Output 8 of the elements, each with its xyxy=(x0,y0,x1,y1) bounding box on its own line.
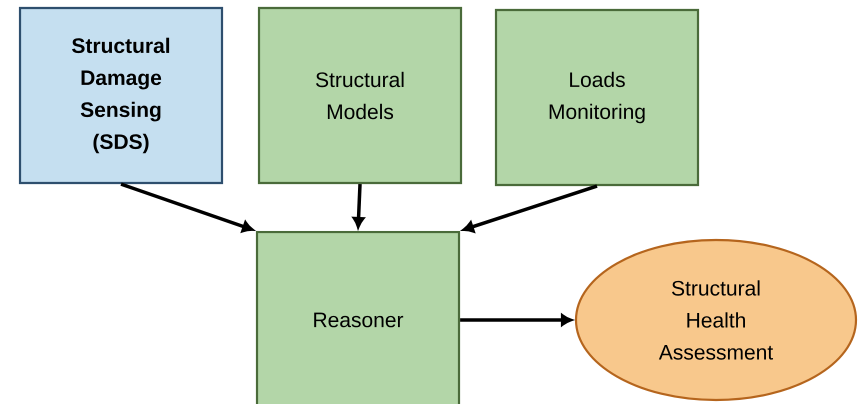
arrow xyxy=(462,184,598,233)
process-box: Loads Monitoring xyxy=(494,8,700,186)
process-box: Structural Models xyxy=(258,6,462,184)
sds-box: Structural Damage Sensing (SDS) xyxy=(18,6,224,184)
arrow xyxy=(120,182,254,232)
arrow xyxy=(352,184,364,228)
process-box: Reasoner xyxy=(256,230,460,404)
arrow xyxy=(460,314,572,326)
